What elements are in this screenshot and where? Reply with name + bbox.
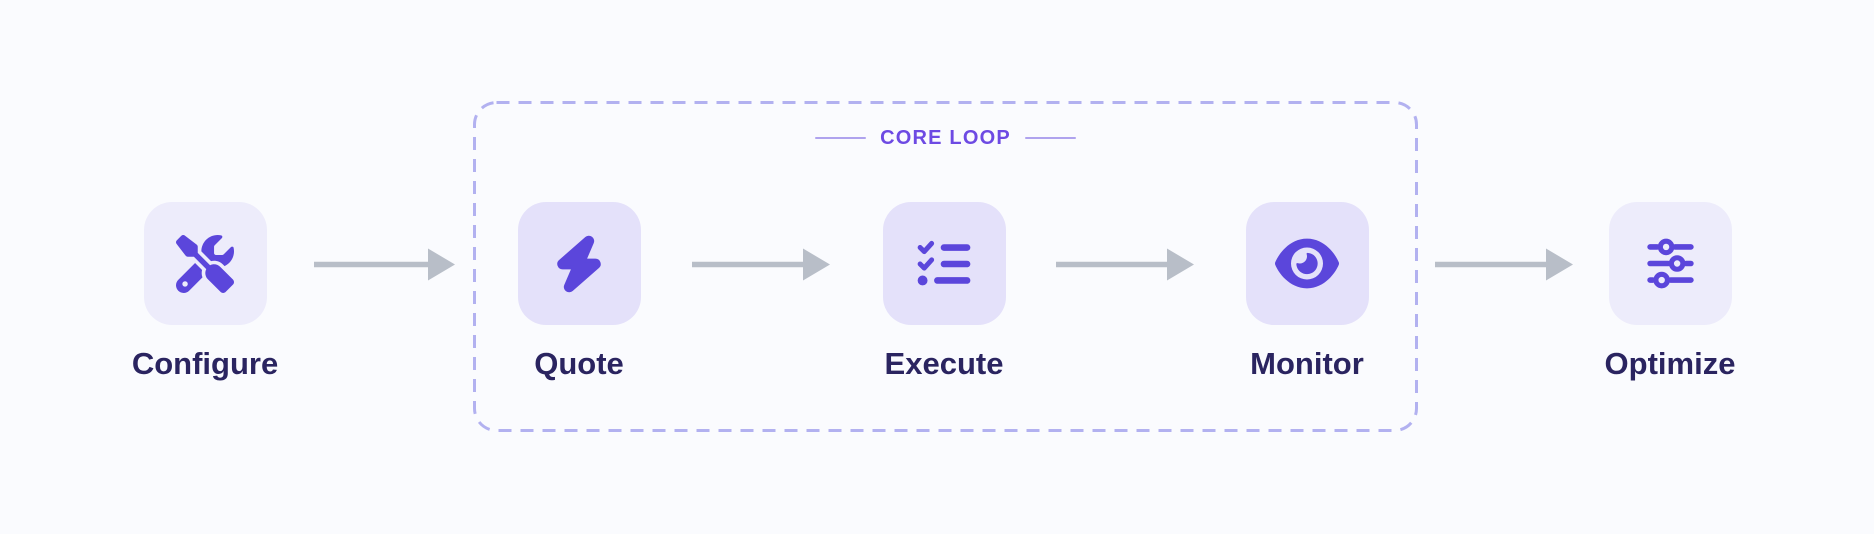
core-loop-rule-left bbox=[815, 137, 867, 139]
eye-icon bbox=[1275, 238, 1339, 289]
core-loop-header: CORE LOOP bbox=[473, 124, 1418, 152]
core-loop-rule-right bbox=[1024, 137, 1076, 139]
step-configure-tile bbox=[143, 202, 267, 325]
step-quote-label: Quote bbox=[534, 346, 624, 381]
step-execute: Execute bbox=[834, 202, 1054, 382]
step-execute-label: Execute bbox=[884, 346, 1004, 381]
step-execute-tile bbox=[882, 202, 1006, 325]
step-monitor: Monitor bbox=[1197, 202, 1417, 382]
step-quote: Quote bbox=[469, 202, 689, 382]
arrow-quote-to-execute bbox=[692, 248, 830, 281]
step-optimize-tile bbox=[1608, 202, 1732, 325]
step-optimize-label: Optimize bbox=[1604, 346, 1736, 381]
bolt-icon bbox=[557, 235, 601, 292]
step-configure: Configure bbox=[95, 202, 315, 382]
step-optimize: Optimize bbox=[1560, 202, 1780, 382]
step-configure-label: Configure bbox=[131, 346, 279, 381]
core-loop-label: CORE LOOP bbox=[880, 127, 1011, 149]
arrow-monitor-to-optimize bbox=[1435, 248, 1573, 281]
arrow-configure-to-quote bbox=[314, 248, 455, 281]
step-monitor-label: Monitor bbox=[1250, 346, 1364, 381]
core-loop-box bbox=[473, 101, 1418, 432]
checklist-icon bbox=[917, 240, 971, 285]
arrow-execute-to-monitor bbox=[1056, 248, 1194, 281]
tools-icon bbox=[176, 234, 234, 293]
step-quote-tile bbox=[517, 202, 641, 325]
sliders-icon bbox=[1646, 238, 1694, 289]
step-monitor-tile bbox=[1245, 202, 1369, 325]
